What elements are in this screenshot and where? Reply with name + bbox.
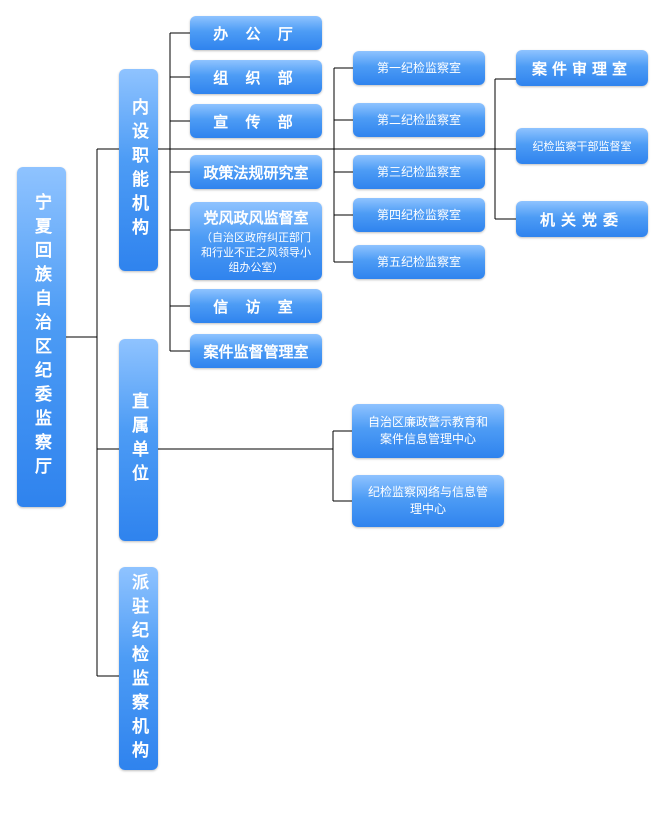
unit-party-committee-label: 机关党委 (539, 210, 624, 229)
unit-case-management: 案件监督管理室 (190, 334, 322, 368)
unit-party-committee: 机关党委 (516, 201, 648, 237)
inspection-room-3: 第三纪检监察室 (353, 155, 485, 189)
inspection-room-2: 第二纪检监察室 (353, 103, 485, 137)
unit-network-center: 纪检监察网络与信息管理中心 (352, 475, 504, 527)
unit-conduct-supervision-label: 党风政风监督室 (203, 209, 309, 227)
unit-conduct-supervision-note: （自治区政府纠正部门和行业不正之风领导小组办公室） (201, 231, 311, 274)
category-direct: 直属单位 (119, 339, 158, 541)
unit-case-review: 案件审理室 (516, 50, 648, 86)
unit-cadre-supervision-label: 纪检监察干部监督室 (532, 139, 632, 153)
category-dispatched-label: 派驻纪检监察机构 (128, 572, 148, 765)
category-internal: 内设职能机构 (119, 69, 158, 271)
unit-network-center-label: 纪检监察网络与信息管理中心 (367, 485, 488, 516)
unit-cadre-supervision: 纪检监察干部监督室 (516, 128, 648, 164)
unit-office: 办 公 厅 (190, 16, 322, 50)
inspection-room-1: 第一纪检监察室 (353, 51, 485, 85)
unit-case-management-label: 案件监督管理室 (203, 342, 309, 361)
unit-policy-research: 政策法规研究室 (190, 155, 322, 189)
unit-policy-research-label: 政策法规研究室 (203, 163, 309, 182)
inspection-room-label: 第一纪检监察室 (376, 60, 461, 75)
category-dispatched: 派驻纪检监察机构 (119, 567, 158, 770)
unit-warning-center-label: 自治区廉政警示教育和案件信息管理中心 (367, 415, 488, 446)
unit-publicity: 宣 传 部 (190, 104, 322, 138)
unit-conduct-supervision: 党风政风监督室 （自治区政府纠正部门和行业不正之风领导小组办公室） (190, 202, 322, 280)
category-direct-label: 直属单位 (128, 392, 148, 488)
category-internal-label: 内设职能机构 (128, 98, 148, 242)
unit-petitions-label: 信 访 室 (213, 297, 299, 316)
unit-office-label: 办 公 厅 (213, 24, 299, 43)
unit-organization-label: 组 织 部 (213, 68, 299, 87)
inspection-room-4: 第四纪检监察室 (353, 198, 485, 232)
unit-case-review-label: 案件审理室 (531, 59, 632, 78)
unit-warning-center: 自治区廉政警示教育和案件信息管理中心 (352, 404, 504, 458)
unit-organization: 组 织 部 (190, 60, 322, 94)
unit-publicity-label: 宣 传 部 (213, 112, 299, 131)
inspection-room-label: 第五纪检监察室 (376, 254, 461, 269)
root-label: 宁夏回族自治区纪委监察厅 (31, 193, 51, 481)
inspection-room-5: 第五纪检监察室 (353, 245, 485, 279)
root-node: 宁夏回族自治区纪委监察厅 (17, 167, 66, 507)
inspection-room-label: 第四纪检监察室 (376, 207, 461, 222)
unit-petitions: 信 访 室 (190, 289, 322, 323)
inspection-room-label: 第二纪检监察室 (376, 112, 461, 127)
inspection-room-label: 第三纪检监察室 (376, 164, 461, 179)
